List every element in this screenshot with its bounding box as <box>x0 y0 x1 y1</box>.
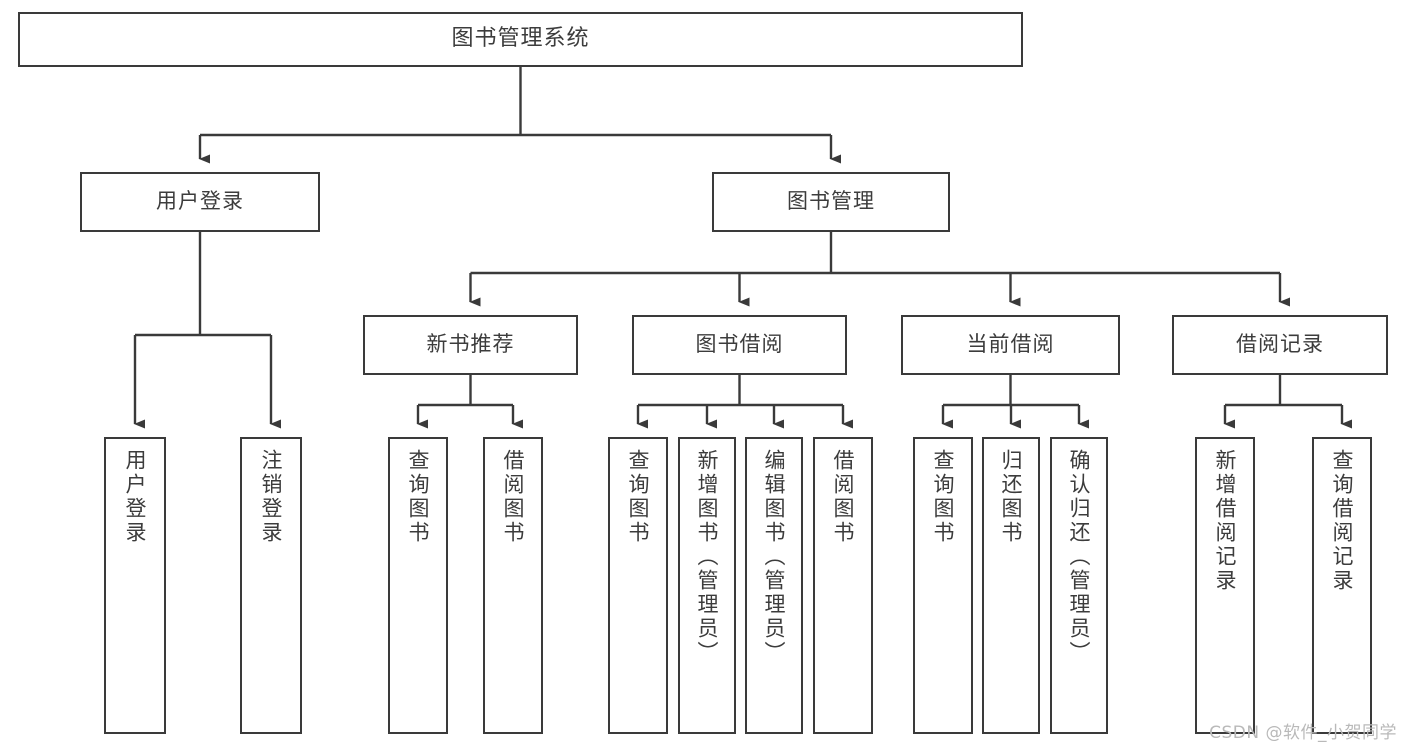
node-b3[interactable]: 编辑图书（管理员） <box>745 437 803 734</box>
node-r1[interactable]: 新增借阅记录 <box>1195 437 1255 734</box>
node-label: 图书管理 <box>787 189 875 214</box>
node-c2[interactable]: 归还图书 <box>982 437 1040 734</box>
node-current[interactable]: 当前借阅 <box>901 315 1120 375</box>
node-label: 新增借阅记录 <box>1213 449 1238 593</box>
node-label: 查询图书 <box>406 449 431 545</box>
node-c3[interactable]: 确认归还（管理员） <box>1050 437 1108 734</box>
node-borrow[interactable]: 图书借阅 <box>632 315 847 375</box>
node-label: 查询借阅记录 <box>1330 449 1355 593</box>
node-label: 新增图书（管理员） <box>695 449 720 665</box>
node-login[interactable]: 用户登录 <box>80 172 320 232</box>
node-label: 查询图书 <box>931 449 956 545</box>
node-b2[interactable]: 新增图书（管理员） <box>678 437 736 734</box>
node-label: 图书借阅 <box>695 332 784 357</box>
node-label: 编辑图书（管理员） <box>762 449 787 665</box>
node-n1[interactable]: 查询图书 <box>388 437 448 734</box>
node-root[interactable]: 图书管理系统 <box>18 12 1023 67</box>
node-label: 用户登录 <box>123 449 148 545</box>
node-label: 借阅图书 <box>501 449 526 545</box>
node-b1[interactable]: 查询图书 <box>608 437 668 734</box>
node-label: 确认归还（管理员） <box>1067 449 1092 665</box>
node-c1[interactable]: 查询图书 <box>913 437 973 734</box>
node-b4[interactable]: 借阅图书 <box>813 437 873 734</box>
node-label: 查询图书 <box>626 449 651 545</box>
node-label: 注销登录 <box>259 449 284 545</box>
node-label: 当前借阅 <box>966 332 1055 357</box>
node-r2[interactable]: 查询借阅记录 <box>1312 437 1372 734</box>
node-bookmgmt[interactable]: 图书管理 <box>712 172 950 232</box>
node-newrec[interactable]: 新书推荐 <box>363 315 578 375</box>
csdn-watermark: CSDN @软件_小贺同学 <box>1209 723 1397 743</box>
node-label: 借阅图书 <box>831 449 856 545</box>
node-label: 用户登录 <box>156 189 244 214</box>
node-n2[interactable]: 借阅图书 <box>483 437 543 734</box>
node-records[interactable]: 借阅记录 <box>1172 315 1388 375</box>
node-label: 归还图书 <box>999 449 1024 545</box>
node-label: 借阅记录 <box>1236 332 1324 357</box>
node-label: 图书管理系统 <box>451 26 590 52</box>
node-label: 新书推荐 <box>426 332 515 357</box>
node-l2[interactable]: 注销登录 <box>240 437 302 734</box>
node-l1[interactable]: 用户登录 <box>104 437 166 734</box>
